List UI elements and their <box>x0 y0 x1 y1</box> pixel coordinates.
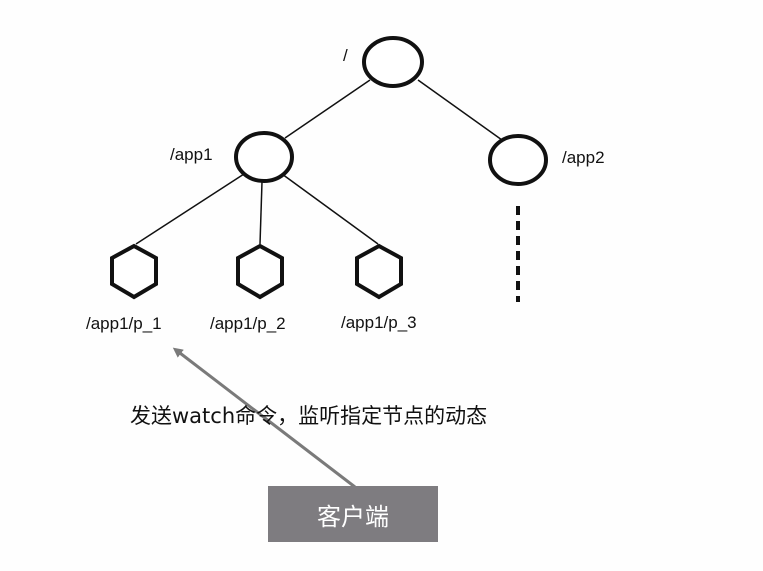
label-p1: /app1/p_1 <box>86 314 162 333</box>
edge-app1-p1 <box>135 173 245 245</box>
edge-root-app1 <box>284 79 371 139</box>
node-root <box>362 36 424 88</box>
edge-root-app2 <box>417 79 503 141</box>
node-app1 <box>234 131 294 183</box>
node-p2 <box>236 243 284 300</box>
edge-app1-p2 <box>259 181 263 245</box>
label-app1: /app1 <box>170 145 213 164</box>
label-p3: /app1/p_3 <box>341 313 417 332</box>
node-p3 <box>355 243 403 300</box>
node-p1 <box>110 243 158 300</box>
caption: 发送watch命令，监听指定节点的动态 <box>130 404 488 428</box>
client-box: 客户端 <box>268 486 438 542</box>
label-root: / <box>343 46 348 65</box>
label-p2: /app1/p_2 <box>210 314 286 333</box>
node-app2 <box>488 134 548 186</box>
edge-app1-p3 <box>281 173 379 245</box>
watch-arrow <box>172 347 356 489</box>
label-app2: /app2 <box>562 148 605 167</box>
